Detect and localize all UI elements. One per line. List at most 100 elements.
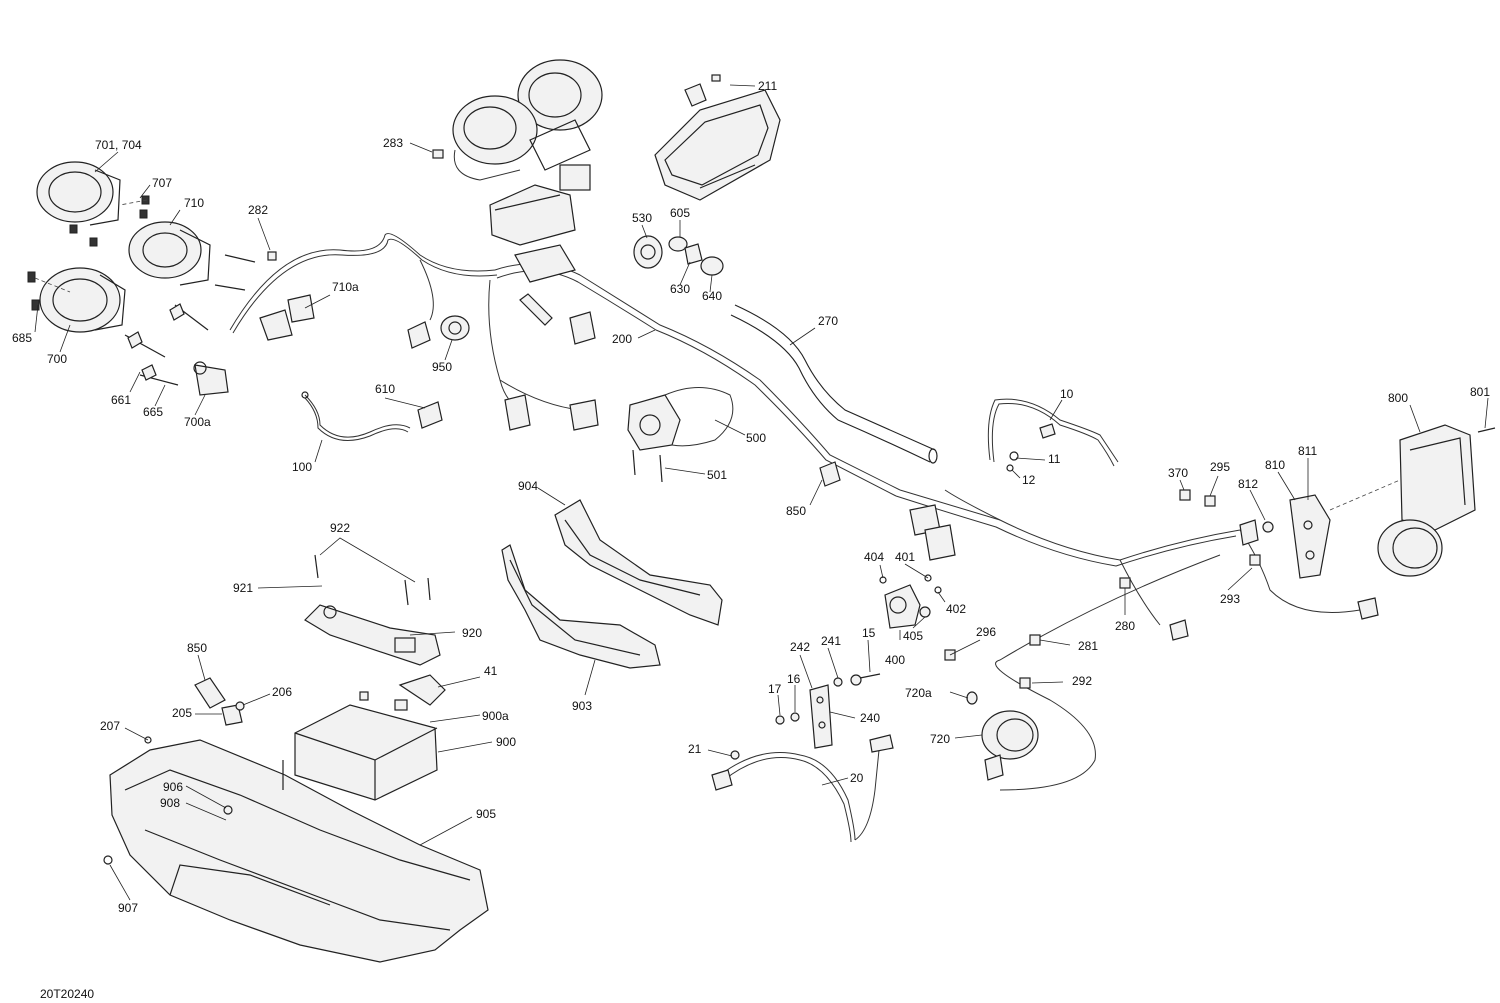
screws-685-707: [27, 195, 150, 311]
callout-292: 292: [1072, 674, 1092, 688]
callout-283: 283: [383, 136, 403, 150]
bracket-810: [1289, 479, 1401, 579]
callout-710a: 710a: [332, 280, 359, 294]
callout-605: 605: [670, 206, 690, 220]
callout-100: 100: [292, 460, 312, 474]
callout-812: 812: [1238, 477, 1258, 491]
callout-401: 401: [895, 550, 915, 564]
callout-17: 17: [768, 682, 782, 696]
clip-283: [432, 149, 444, 159]
callout-661: 661: [111, 393, 131, 407]
callout-211: 211: [758, 79, 777, 93]
callout-905: 905: [476, 807, 496, 821]
callout-907: 907: [118, 901, 138, 915]
fuse-relay-211: [684, 74, 721, 107]
bulb-socket-700a: [193, 361, 229, 396]
callout-720: 720: [930, 732, 950, 746]
fog-light-right: [1377, 519, 1443, 577]
callout-665: 665: [143, 405, 163, 419]
callout-500: 500: [746, 431, 766, 445]
callout-21: 21: [688, 742, 702, 756]
fog-light-720: [981, 710, 1039, 781]
callout-908: 908: [160, 796, 180, 810]
grommet-850: [819, 461, 841, 487]
drawing-reference-number: 20T20240: [40, 987, 94, 1001]
callout-12: 12: [1022, 473, 1036, 487]
callout-400: 400: [885, 653, 905, 667]
callout-950: 950: [432, 360, 452, 374]
callout-242: 242: [790, 640, 810, 654]
callout-900: 900: [496, 735, 516, 749]
callout-685: 685: [12, 331, 32, 345]
bolts-661-665: [124, 254, 256, 386]
callout-700: 700: [47, 352, 67, 366]
callout-296: 296: [976, 625, 996, 639]
relay-box-500: [627, 387, 734, 483]
callout-720a: 720a: [905, 686, 932, 700]
battery-clamp-920: [304, 554, 441, 666]
clip-282: [267, 251, 277, 261]
callout-801: 801: [1470, 385, 1490, 399]
callout-20: 20: [850, 771, 864, 785]
callout-904: 904: [518, 479, 538, 493]
callout-903: 903: [572, 699, 592, 713]
headlight-700: [39, 267, 126, 333]
nut-812: [1262, 521, 1274, 533]
callout-206: 206: [272, 685, 292, 699]
heat-shield-904: [554, 499, 723, 626]
callout-labels: 211 283 701, 704 707 710 282 530 605 630…: [12, 79, 1490, 915]
switch-630: [684, 243, 703, 265]
battery-900: [294, 691, 438, 801]
cable-20: [711, 734, 894, 843]
callout-811: 811: [1298, 444, 1317, 458]
callout-920: 920: [462, 626, 482, 640]
connector-640: [700, 256, 724, 276]
callout-501: 501: [707, 468, 727, 482]
callout-850-battery: 850: [187, 641, 207, 655]
callout-10: 10: [1060, 387, 1074, 401]
callout-282: 282: [248, 203, 268, 217]
callout-205: 205: [172, 706, 192, 720]
bulb-socket-710a: [259, 294, 315, 341]
breather-hose-270: [730, 304, 938, 464]
callout-200: 200: [612, 332, 632, 346]
solenoid-400: [879, 574, 942, 629]
module-800: [1399, 424, 1496, 531]
callout-530: 530: [632, 211, 652, 225]
strap-240: [775, 673, 881, 749]
callout-207: 207: [100, 719, 120, 733]
battery-tray-905: [103, 736, 489, 963]
harness-connectors: [407, 244, 1379, 641]
callout-402: 402: [946, 602, 966, 616]
callout-41: 41: [484, 664, 498, 678]
callout-710: 710: [184, 196, 204, 210]
instrument-cluster: [654, 89, 781, 201]
callout-293: 293: [1220, 592, 1240, 606]
clips-280-296: [944, 489, 1261, 689]
grommet-850-battery: [194, 677, 226, 709]
callout-240: 240: [860, 711, 880, 725]
harness-10: [987, 398, 1119, 472]
callout-404: 404: [864, 550, 884, 564]
callout-405: 405: [903, 629, 923, 643]
headlight-710: [128, 221, 211, 286]
callout-16: 16: [787, 672, 801, 686]
gauge-assembly: [452, 59, 603, 181]
callout-810: 810: [1265, 458, 1285, 472]
nut-605: [668, 236, 688, 252]
callout-850-harness: 850: [786, 504, 806, 518]
callout-800: 800: [1388, 391, 1408, 405]
callout-15: 15: [862, 626, 876, 640]
callout-921: 921: [233, 581, 253, 595]
bulb-720a: [966, 691, 978, 705]
callout-610: 610: [375, 382, 395, 396]
callout-280: 280: [1115, 619, 1135, 633]
callout-630: 630: [670, 282, 690, 296]
callout-241: 241: [821, 634, 841, 648]
heat-shield-903: [501, 544, 661, 669]
callout-707: 707: [152, 176, 172, 190]
headlight-701: [36, 161, 121, 226]
callout-906: 906: [163, 780, 183, 794]
harness-100: [301, 391, 411, 441]
